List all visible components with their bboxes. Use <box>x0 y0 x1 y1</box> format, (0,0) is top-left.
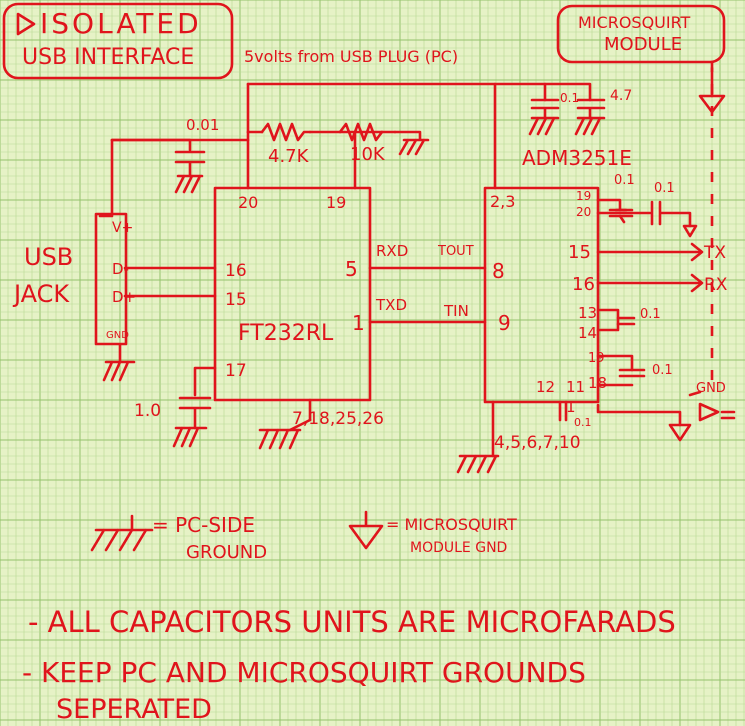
pc-ground-icon <box>258 418 312 450</box>
ft232-pin-gnd: 7,18,25,26 <box>292 409 384 429</box>
note-line-2: - KEEP PC AND MICROSQUIRT GROUNDS <box>22 656 586 689</box>
ft232-pin-5: 5 <box>345 257 358 281</box>
module-ground-icon <box>698 94 726 114</box>
ground-symbols <box>102 94 726 474</box>
cap-13-value: 0.1 <box>640 307 661 322</box>
adm-pin-16: 16 <box>572 274 595 295</box>
adm-pin-8: 8 <box>492 259 505 283</box>
pc-ground-icon <box>172 426 208 448</box>
adm-pin-1: 1 <box>566 398 576 416</box>
module-callout: MICROSQUIRT MODULE <box>556 4 726 64</box>
module-outputs: TX RX GND <box>690 242 736 420</box>
adm-pin-gnd: 4,5,6,7,10 <box>494 433 581 453</box>
notes: - ALL CAPACITORS UNITS ARE MICROFARADS -… <box>22 605 676 725</box>
adm-pin-12: 12 <box>536 378 555 396</box>
pc-ground-icon <box>574 116 606 136</box>
cap-top-value: 0.01 <box>186 116 219 134</box>
adm-signal-tout: TOUT <box>437 244 474 259</box>
usb-pin-vplus: V+ <box>112 220 133 236</box>
ft232-pin-15: 15 <box>225 290 247 310</box>
module-line-2: MODULE <box>604 34 682 55</box>
adm-pin-14: 14 <box>578 324 597 342</box>
ft232-signal-txd: TXD <box>375 296 407 314</box>
adm-pin-9: 9 <box>498 311 511 335</box>
usb-pin-gnd: GND <box>106 330 129 341</box>
usb-jack-label-2: JACK <box>12 280 70 308</box>
pc-ground-icon <box>90 514 154 552</box>
cap-adm2-value: 4.7 <box>610 88 632 104</box>
module-ground-icon <box>698 402 720 422</box>
resistor-r1-value: 4.7K <box>268 146 310 167</box>
cap-pin1-value: 0.1 <box>574 416 592 429</box>
legend-pc-ground-line-2: GROUND <box>186 542 267 563</box>
pc-ground-icon <box>456 438 500 474</box>
legend-module-ground-line-1: = MICROSQUIRT <box>386 515 517 534</box>
cap-17-value: 1.0 <box>134 401 161 421</box>
resistor-r2-value: 10K <box>350 144 386 165</box>
adm-pin-13: 13 <box>578 304 597 322</box>
cap-adm1-value: 0.1 <box>560 91 579 105</box>
resistors: 4.7K 10K <box>246 122 386 167</box>
module-ground-icon <box>348 510 384 550</box>
pc-ground-icon <box>174 174 204 194</box>
usb-pin-dminus: D- <box>112 260 129 278</box>
pc-ground-icon <box>528 116 560 136</box>
supply-note: 5volts from USB PLUG (PC) <box>244 47 458 66</box>
module-ground-icon <box>614 208 698 238</box>
ground-legend: = PC-SIDE GROUND = MICROSQUIRT MODULE GN… <box>90 510 517 563</box>
cap-rt2-value: 0.1 <box>654 181 675 196</box>
ft232-pin-16: 16 <box>225 261 247 281</box>
ft232-pin-17: 17 <box>225 361 247 381</box>
output-tx-label: TX <box>703 243 726 263</box>
module-ground-icon <box>668 423 692 442</box>
adm-pin-vcc: 2,3 <box>490 192 515 211</box>
capacitors: 0.01 1.0 0.1 4.7 0.1 0.1 0.1 0.1 0.1 <box>134 88 692 430</box>
usb-jack: USB JACK V+ D- D+ GND <box>12 212 136 346</box>
ft232-signal-rxd: RXD <box>376 242 408 260</box>
wiring <box>98 62 714 442</box>
adm-pin-18: 18 <box>588 374 607 392</box>
ft232-chip: FT232RL 20 19 16 15 17 5 1 7,18,25,26 RX… <box>213 186 408 429</box>
adm-pin-19a: 19 <box>576 189 591 203</box>
pc-ground-icon <box>393 130 430 156</box>
output-rx-label: RX <box>704 275 728 295</box>
note-line-1: - ALL CAPACITORS UNITS ARE MICROFARADS <box>28 605 676 639</box>
legend-pc-ground-line-1: = PC-SIDE <box>152 513 255 537</box>
ft232-pin-1: 1 <box>352 311 365 335</box>
adm-signal-tin: TIN <box>443 302 469 320</box>
cap-18-value: 0.1 <box>652 363 673 378</box>
ft232-pin-20: 20 <box>238 193 258 212</box>
ft232-pin-19: 19 <box>326 193 346 212</box>
note-line-3: SEPERATED <box>56 694 212 725</box>
title-line-1: ISOLATED <box>40 7 202 40</box>
cap-rt1-value: 0.1 <box>614 173 635 188</box>
adm-pin-20: 20 <box>576 205 591 219</box>
legend-module-ground-line-2: MODULE GND <box>410 540 507 556</box>
adm-name: ADM3251E <box>522 146 632 170</box>
adm3251e-chip: ADM3251E 2,3 8 9 TOUT TIN 4,5,6,7,10 19 … <box>437 146 632 453</box>
title-callout: ISOLATED USB INTERFACE <box>2 2 234 80</box>
output-gnd-label: GND <box>696 381 726 396</box>
adm-pin-15: 15 <box>568 242 591 263</box>
adm-pin-11: 11 <box>566 378 585 396</box>
title-line-2: USB INTERFACE <box>22 45 194 70</box>
adm-pin-19b: 19 <box>588 351 605 366</box>
module-line-1: MICROSQUIRT <box>578 13 691 32</box>
usb-jack-label-1: USB <box>24 243 73 271</box>
ft232-name: FT232RL <box>238 321 334 346</box>
pc-ground-icon <box>102 360 136 382</box>
usb-pin-dplus: D+ <box>112 288 136 306</box>
